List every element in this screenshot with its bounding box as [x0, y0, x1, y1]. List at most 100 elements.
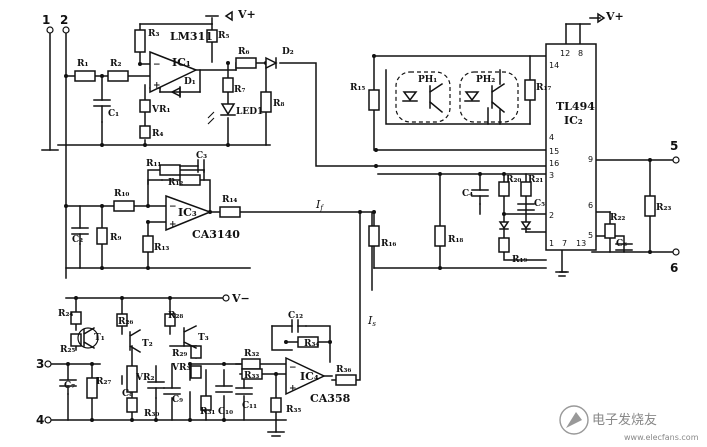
terminal-2-label: 2 — [60, 13, 68, 27]
r35-label: R₃₅ — [286, 405, 301, 415]
ph2-label: PH₂ — [476, 75, 495, 85]
vr2-label: VR₂ — [135, 373, 154, 383]
tl494-pin-labels: 12 8 14 4 15 16 3 9 6 2 5 1 7 13 — [549, 49, 593, 248]
junction-dots — [64, 54, 652, 422]
led-led1 — [207, 103, 236, 125]
r4-label: R₄ — [152, 129, 163, 139]
r14-label: R₁₄ — [222, 195, 237, 205]
r17-label: R₁₇ — [536, 83, 551, 93]
r25-label: R₂₅ — [60, 345, 75, 355]
svg-text:−: − — [153, 60, 161, 70]
svg-text:+: + — [289, 384, 297, 394]
tl494-pin-6: 6 — [588, 201, 593, 210]
r27-label: R₂₇ — [96, 377, 111, 387]
r29-label: R₂₉ — [172, 349, 187, 359]
c8-label: C₈ — [122, 389, 133, 399]
tl494-chip — [545, 43, 597, 251]
r11-label: R₁₁ — [146, 159, 161, 169]
c12-label: C₁₂ — [288, 311, 303, 321]
svg-text:+: + — [169, 220, 177, 230]
r21-label: R₂₁ — [528, 175, 543, 185]
tl494-pin-15: 15 — [549, 147, 559, 156]
d1-label: D₁ — [184, 77, 196, 87]
c3-label: C₃ — [196, 151, 207, 161]
r36-label: R₃₆ — [336, 365, 351, 375]
terminal-3-label: 3 — [36, 357, 44, 371]
r5-label: R₅ — [218, 31, 229, 41]
c4-label: C₄ — [462, 189, 473, 199]
ground-symbols — [267, 271, 569, 437]
c5-label: C₅ — [534, 199, 545, 209]
supply-pos-label: V+ — [237, 8, 256, 21]
tl494-pin-3: 3 — [549, 171, 554, 180]
r18-label: R₁₈ — [448, 235, 463, 245]
other-component-labels: D₁ D₂ LED1 VR₁ VR₂ VR₃ T₁ T₂ T₃ PH₁ PH₂ — [94, 47, 495, 383]
tl494-pin-5: 5 — [588, 231, 593, 240]
r22-label: R₂₂ — [610, 213, 625, 223]
watermark-url: www.elecfans.com — [624, 433, 699, 442]
diodes-r20-r21 — [498, 221, 532, 230]
capacitor-labels: C₁ C₂ C₃ C₄ C₅ C₆ C₇ C₈ C₉ C₁₀ C₁₁ C₁₂ — [64, 109, 627, 417]
terminal-1-label: 1 — [42, 13, 50, 27]
ic3-part-label: CA3140 — [192, 228, 240, 241]
d2-label: D₂ — [282, 47, 294, 57]
r9-label: R₉ — [110, 233, 121, 243]
svg-text:+: + — [153, 81, 161, 91]
svg-text:−: − — [289, 363, 297, 373]
ic2-ref-label: IC₂ — [564, 114, 583, 127]
r10-label: R₁₀ — [114, 189, 129, 199]
tl494-pin-16: 16 — [549, 159, 559, 168]
r2-label: R₂ — [110, 59, 121, 69]
t3-label: T₃ — [198, 333, 209, 343]
opamp-ic3: − + — [165, 194, 213, 232]
r20-label: R₂₀ — [506, 175, 521, 185]
ic4-part-label: CA358 — [310, 392, 351, 405]
ic4-ref-label: IC₄ — [300, 370, 319, 383]
supply-neg-label: V− — [231, 292, 250, 305]
r3-label: R₃ — [148, 29, 159, 39]
c7-label: C₇ — [64, 381, 75, 391]
tl494-pin-14: 14 — [549, 61, 559, 70]
r7-label: R₇ — [234, 85, 245, 95]
r1-label: R₁ — [77, 59, 88, 69]
tl494-pin-7: 7 — [562, 239, 567, 248]
r34-label: R₃₄ — [304, 339, 319, 349]
tl494-pin-13: 13 — [576, 239, 586, 248]
ic1-ref-label: IC₁ — [172, 56, 191, 69]
vr3-label: VR₃ — [171, 363, 190, 373]
tl494-pin-9: 9 — [588, 155, 593, 164]
t2-label: T₂ — [142, 339, 153, 349]
opamp-ic4: − + — [285, 356, 326, 396]
r32-label: R₃₂ — [244, 349, 259, 359]
led1-label: LED1 — [236, 107, 263, 117]
ic3-ref-label: IC₃ — [178, 206, 197, 219]
diode-d2 — [265, 56, 278, 70]
r33-label: R₃₃ — [244, 371, 259, 381]
diode-d1 — [170, 86, 181, 98]
r13-label: R₁₃ — [154, 243, 169, 253]
transistor-t3 — [182, 324, 198, 350]
transistor-t1 — [77, 326, 99, 350]
r15-label: R₁₅ — [350, 83, 365, 93]
capacitor-plates — [59, 99, 633, 399]
terminal-5-label: 5 — [670, 139, 678, 153]
r24-label: R₂₄ — [58, 309, 73, 319]
supply-labels: V+ V+ V− — [231, 8, 624, 305]
terminal-6-label: 6 — [670, 261, 678, 275]
resistor-labels: R₁ R₂ R₃ R₄ R₅ R₆ R₇ R₈ R₉ R₁₀ R₁₁ R₁₂ R… — [58, 29, 671, 419]
c2-label: C₂ — [72, 235, 83, 245]
svg-text:−: − — [169, 202, 177, 212]
supply-pos2-label: V+ — [605, 10, 624, 23]
r23-label: R₂₃ — [656, 203, 671, 213]
tl494-pin-1: 1 — [549, 239, 554, 248]
transistor-t2 — [128, 328, 142, 354]
r30-label: R₃₀ — [144, 409, 159, 419]
tl494-pin-8: 8 — [578, 49, 583, 58]
photocoupler-ph2 — [459, 71, 519, 123]
r19-label: R₁₉ — [512, 255, 527, 265]
terminal-labels: 1 2 3 4 5 6 — [36, 13, 678, 427]
current-labels: If Is — [315, 198, 376, 328]
r8-label: R₈ — [273, 99, 284, 109]
c10-label: C₁₀ — [218, 407, 233, 417]
